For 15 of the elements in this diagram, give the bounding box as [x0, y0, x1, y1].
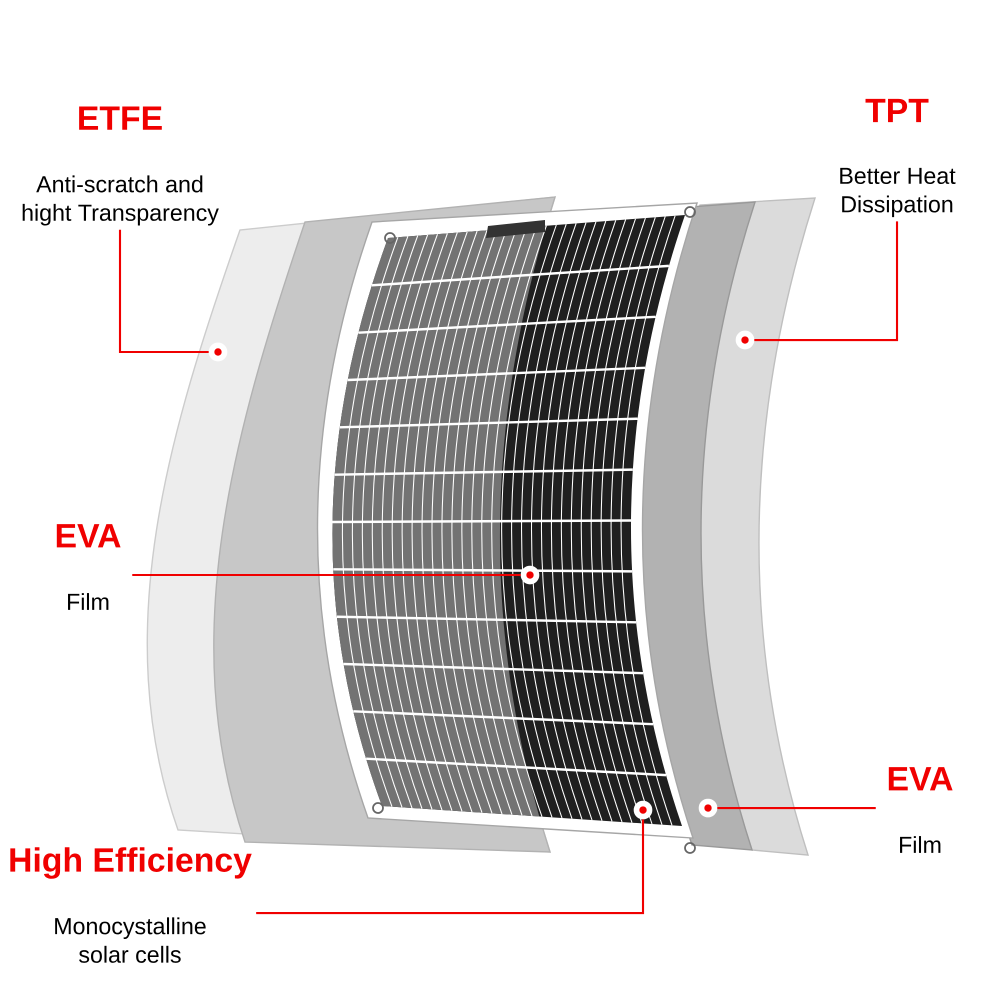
callout-label: High Efficiency Monocystalline solar cells — [10, 847, 252, 963]
callout-label: EVA Film — [888, 767, 953, 853]
callout-dot — [520, 566, 540, 584]
callout-label: ETFE Anti-scratch and hight Transparency — [22, 106, 219, 226]
leader-line — [256, 819, 644, 914]
leader-line — [118, 230, 209, 354]
leader-line — [717, 806, 876, 810]
leader-line — [132, 574, 521, 576]
callout-dot — [736, 330, 754, 350]
callout-label: EVA Film — [56, 524, 121, 610]
callout-dot — [208, 342, 228, 362]
callout-label: TPT Better Heat Dissipation — [840, 98, 956, 218]
leader-line — [754, 221, 898, 342]
callout-dot — [634, 800, 652, 820]
callout-dot — [698, 798, 718, 818]
